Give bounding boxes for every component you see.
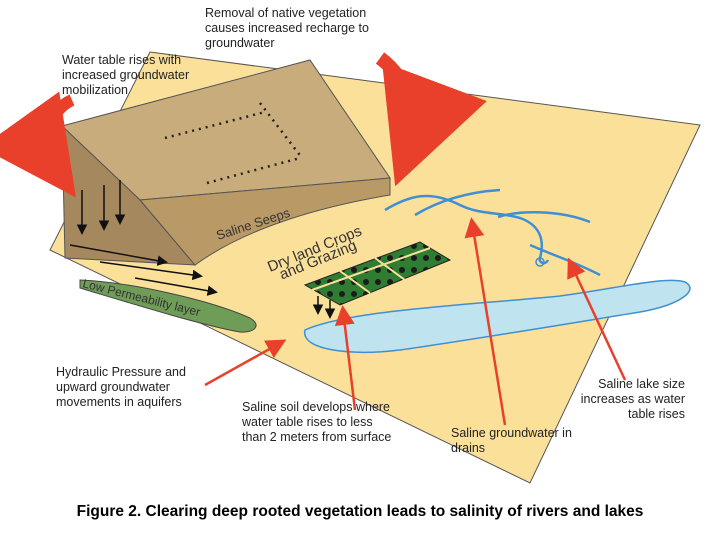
water-table-red-arrow: [0, 91, 76, 198]
crop-divider: [311, 247, 431, 291]
crop-divider: [339, 270, 371, 294]
groundwater-arrow: [69, 244, 168, 266]
pointer-arrow-hydraulic: [204, 339, 287, 387]
river-branch: [497, 211, 591, 224]
river-branch: [529, 243, 601, 277]
label-saline-groundwater: Saline groundwater in drains: [451, 426, 572, 455]
groundwater-arrow: [134, 277, 218, 296]
paddock-line-2: [259, 102, 303, 159]
groundwater-arrow: [99, 261, 203, 281]
figure-caption: Figure 2. Clearing deep rooted vegetatio…: [76, 503, 644, 520]
label-hydraulic-pressure: Hydraulic Pressure and upward groundwate…: [56, 365, 186, 409]
river: [384, 194, 550, 265]
label-removal-vegetation: Removal of native vegetation causes incr…: [205, 6, 369, 50]
label-water-table-rises: Water table rises with increased groundw…: [62, 53, 190, 97]
recharge-red-arrow: [375, 52, 487, 187]
crop-field: [303, 241, 452, 306]
river-pond: [535, 257, 545, 267]
saline-lake: [304, 279, 691, 353]
plateau-slope: [138, 177, 391, 266]
low-permeability-layer: [79, 279, 257, 333]
pointer-arrow-drains: [464, 217, 507, 426]
label-saline-soil: Saline soil develops where water table r…: [242, 400, 392, 444]
crop-divider: [374, 257, 406, 281]
pointer-arrow-lake: [567, 257, 627, 381]
pointer-arrow-saline-soil: [334, 305, 357, 411]
label-saline-lake: Saline lake size increases as water tabl…: [580, 377, 685, 421]
river-branch: [414, 188, 501, 217]
